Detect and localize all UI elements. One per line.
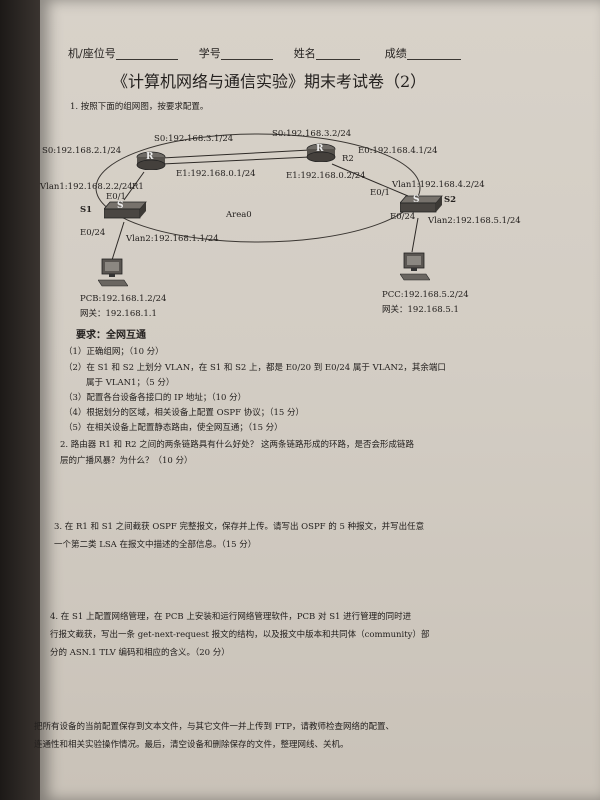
network-diagram [95, 133, 421, 261]
switch-s1-icon: S [104, 200, 148, 220]
r2-glyph: R [316, 144, 324, 154]
r1-e1-label: E1:192.168.0.1/24 [176, 169, 256, 179]
s1-e01-label: E0/1 [106, 192, 126, 202]
student-id-blank[interactable] [220, 49, 273, 60]
q2-text: 2. 路由器 R1 和 R2 之间的两条链路具有什么好处？ 这两条链路形成的环路… [60, 440, 414, 450]
r2-e0-label: E0:192.168.4.1/24 [358, 146, 438, 156]
pcb-gateway-label: 网关：192.168.1.1 [80, 309, 157, 319]
q1-item: （2）在 S1 和 S2 上划分 VLAN，在 S1 和 S2 上，都是 E0/… [64, 363, 446, 373]
area0-label: Area0 [226, 210, 252, 220]
r1-label: R1 [132, 182, 144, 192]
r2-s2-link [331, 163, 409, 197]
q1-prompt: 1. 按照下面的组网图，按要求配置。 [70, 102, 209, 112]
name-blank[interactable] [315, 49, 360, 60]
pcc-gateway-label: 网关：192.168.5.1 [382, 305, 459, 315]
router-r1-icon: R [136, 150, 166, 170]
pcc-ip-label: PCC:192.168.5.2/24 [382, 290, 469, 300]
s1-e024-label: E0/24 [80, 228, 106, 238]
q1-item: （5）在相关设备上配置静态路由，使全网互通；（15 分） [64, 423, 283, 433]
s2-e01-label: E0/1 [370, 188, 390, 198]
q5-text: 连通性和相关实验操作情况。最后，清空设备和删除保存的文件，整理网线、关机。 [34, 740, 349, 750]
s2-glyph: S [413, 195, 420, 205]
r1-s0-label: S0:192.168.3.1/24 [154, 134, 234, 144]
seat-blank[interactable] [115, 49, 178, 60]
r1-s1-link [123, 171, 145, 201]
q3-text: 一个第二类 LSA 在报文中描述的全部信息。（15 分） [54, 540, 257, 550]
q1-item: 属于 VLAN1；（5 分） [86, 378, 175, 388]
q5-text: 把所有设备的当前配置保存到文本文件，与其它文件一并上传到 FTP，请教师检查网络… [34, 722, 394, 732]
s2-vlan2-label: Vlan2:192.168.5.1/24 [428, 216, 521, 226]
exam-title: 《计算机网络与通信实验》期末考试卷（2） [112, 72, 427, 91]
ethernet-link [161, 156, 311, 165]
s1-pcb-link [111, 221, 125, 261]
q3-text: 3. 在 R1 和 S1 之间截获 OSPF 完整报文，保存并上传。请写出 OS… [54, 522, 425, 532]
switch-s2-icon: S [400, 194, 444, 214]
s1-vlan1-label: Vlan1:192.168.2.2/24 [40, 182, 133, 192]
serial-link [161, 149, 311, 159]
s1-label: S1 [80, 205, 93, 215]
pcc-computer-icon [400, 252, 430, 282]
pcb-computer-icon [98, 258, 128, 288]
name-label: 姓名 [293, 47, 316, 60]
s1-vlan2-label: Vlan2:192.168.1.1/24 [126, 234, 219, 244]
r2-label: R2 [342, 154, 354, 164]
area0-boundary [95, 133, 421, 243]
s2-pcc-link [411, 217, 419, 253]
r2-s0-label: S0:192.168.3.2/24 [272, 129, 352, 139]
r1-s0-left-label: S0:192.168.2.1/24 [42, 146, 122, 156]
router-r2-icon: R [306, 142, 336, 162]
q1-item: （3）配置各台设备各接口的 IP 地址；（10 分） [64, 393, 247, 403]
s2-label: S2 [444, 195, 457, 205]
header-fields: 机/座位号 学号 姓名 成绩 [68, 48, 461, 60]
score-label: 成绩 [384, 47, 407, 60]
r1-glyph: R [146, 152, 154, 162]
s2-vlan1-label: Vlan1:192.168.4.2/24 [392, 180, 485, 190]
q1-item: （4）根据划分的区域，相关设备上配置 OSPF 协议；（15 分） [64, 408, 304, 418]
q2-text: 层的广播风暴？为什么？（10 分） [60, 456, 193, 466]
q1-item: （1）正确组网；（10 分） [64, 347, 164, 357]
r2-e1-label: E1:192.168.0.2/24 [286, 171, 366, 181]
background-edge [0, 0, 40, 800]
score-blank[interactable] [406, 49, 461, 60]
q4-text: 分的 ASN.1 TLV 编码和相应的含义。（20 分） [50, 648, 230, 658]
student-id-label: 学号 [198, 47, 221, 60]
s1-glyph: S [117, 201, 124, 211]
pcb-ip-label: PCB:192.168.1.2/24 [80, 294, 167, 304]
s2-e024-label: E0/24 [390, 212, 416, 222]
q1-requirement-heading: 要求：全网互通 [76, 330, 146, 341]
exam-paper: 机/座位号 学号 姓名 成绩 《计算机网络与通信实验》期末考试卷（2） 1. 按… [34, 0, 600, 800]
seat-label: 机/座位号 [68, 47, 116, 60]
q4-text: 行报文截获，写出一条 get-next-request 报文的结构，以及报文中版… [50, 630, 430, 640]
q4-text: 4. 在 S1 上配置网络管理，在 PCB 上安装和运行网络管理软件，PCB 对… [50, 612, 412, 622]
